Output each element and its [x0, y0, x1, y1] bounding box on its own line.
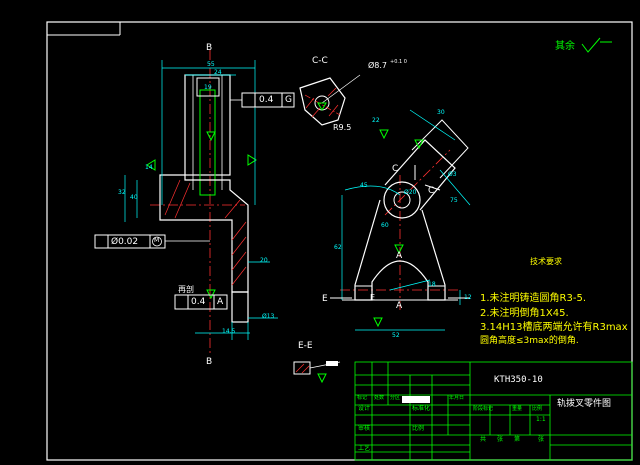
section-label-e1: E: [322, 294, 328, 304]
title-row-review: 审核: [358, 425, 371, 432]
dim-32: 32: [118, 189, 126, 196]
title-model-number: KTH350-10: [494, 375, 543, 385]
dim-30: 30: [437, 109, 445, 116]
title-mid-standard: 标准化: [412, 405, 431, 412]
dim-145: 14.5: [222, 328, 236, 335]
title-grid-count: 处数: [374, 395, 385, 401]
roughness-other-symbol: [581, 37, 612, 53]
section-label-e2: E: [370, 293, 376, 302]
drawing-border: [46, 21, 633, 461]
title-grid-date: 年月日: [449, 395, 465, 401]
dim-22: 22: [372, 117, 380, 124]
dim-19: 19: [204, 84, 212, 91]
section-label-cc: C-C: [312, 56, 328, 66]
notes-line-1: 1.未注明铸造圆角R3-5.: [480, 293, 587, 304]
title-right-stage: 阶段标记: [473, 406, 494, 412]
roughness-other-label: 其余: [555, 41, 575, 52]
dim-phi87-tolerance: +0.1 0: [390, 59, 407, 65]
title-bottom-no: 第: [514, 436, 521, 443]
dim-18: 18: [428, 281, 436, 288]
dim-24: 24: [214, 69, 222, 76]
notes-line-4: 圆角高度≤3max的倒角.: [480, 336, 579, 346]
title-block-fill: [402, 396, 430, 403]
dim-phi87: Ø8.7: [368, 61, 388, 70]
cylindricity-modifier: M: [154, 237, 160, 244]
dim-40: 40: [130, 194, 138, 201]
left-section-view: [94, 50, 295, 355]
title-scale: 1:1: [536, 416, 546, 423]
title-mid-ratio: 比例: [412, 425, 425, 432]
section-label-ee: E-E: [298, 341, 313, 351]
title-block-grid: [354, 361, 633, 461]
section-label-b-top: B: [206, 43, 213, 53]
position-datum: A: [217, 297, 224, 307]
section-label-c2: C: [428, 186, 435, 196]
notes-line-2: 2.未注明倒角1X45.: [480, 308, 569, 319]
title-row-design: 设计: [358, 405, 371, 412]
dim-r95: R9.5: [333, 123, 352, 132]
cc-section-view: [299, 74, 361, 126]
section-label-a2: A: [396, 301, 403, 311]
fork-main-view: [330, 109, 471, 331]
section-label-a1: A: [396, 251, 403, 261]
notes-heading: 技术要求: [530, 257, 562, 266]
view-label: 再剖: [178, 285, 194, 294]
dim-45: 45: [360, 182, 368, 189]
title-right-weight: 重量: [512, 406, 523, 412]
dim-phi13: Ø13: [262, 313, 275, 320]
flatness-value: 0.4: [259, 95, 274, 105]
section-label-b-bottom: B: [206, 357, 213, 367]
cylindricity-value: Ø0.02: [111, 237, 139, 247]
dim-phi20: Ø20: [404, 189, 417, 196]
dim-14: 14: [145, 164, 153, 171]
dim-phi3: Ø3: [448, 171, 457, 178]
dim-20: 20: [260, 257, 268, 264]
title-row-process: 工艺: [358, 445, 371, 452]
dim-55: 55: [207, 61, 215, 68]
section-label-c1: C: [392, 164, 399, 174]
title-bottom-total: 共: [480, 436, 487, 443]
dim-60: 60: [381, 222, 389, 229]
notes-line-3: 3.14H13槽底两端允许有R3max: [480, 322, 628, 333]
title-right-ratio: 比例: [532, 406, 543, 412]
dim-62: 62: [334, 244, 342, 251]
title-part-name: 轨拨叉零件图: [557, 399, 612, 409]
dim-52: 52: [392, 332, 400, 339]
title-grid-mark: 标记: [357, 395, 368, 401]
dim-12: 12: [464, 294, 472, 301]
title-grid-zone: 分区: [390, 395, 401, 401]
title-bottom-sheets: 张: [497, 436, 504, 443]
position-value: 0.4: [191, 297, 206, 307]
flatness-datum: G: [285, 95, 292, 105]
title-bottom-sheet: 张: [538, 436, 545, 443]
dim-75: 75: [450, 197, 458, 204]
ee-section-view: [293, 361, 341, 384]
